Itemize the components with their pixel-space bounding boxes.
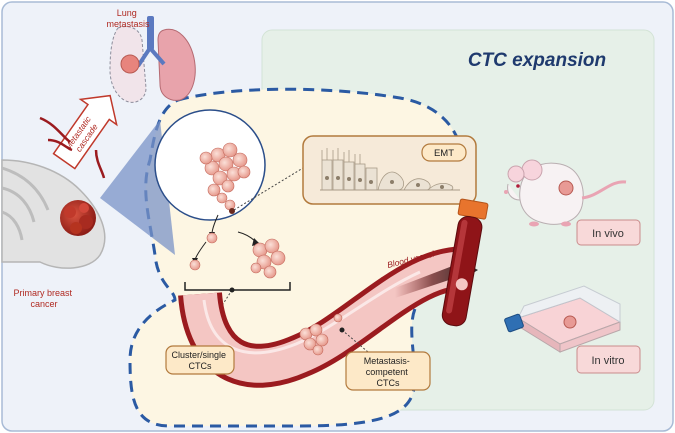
cascade-arrow: Metastatic cascade bbox=[52, 94, 118, 170]
cluster-label-box bbox=[165, 345, 235, 375]
emt-connector bbox=[233, 167, 304, 211]
tumor-cell-cluster bbox=[199, 142, 251, 214]
emt-panel: EMT bbox=[302, 135, 477, 205]
primary-label: Primary breast cancer bbox=[13, 288, 74, 309]
in-vivo-box bbox=[576, 219, 641, 246]
in-vivo-label: In vivo bbox=[592, 228, 624, 240]
vessel-branches bbox=[39, 116, 106, 179]
competent-label: Metastasis- competent CTCs bbox=[364, 356, 413, 388]
ctc-cluster bbox=[250, 238, 286, 279]
lung-illustration bbox=[109, 16, 196, 103]
lung-label: Lung metastasis bbox=[106, 8, 150, 29]
competent-label-box bbox=[345, 351, 431, 391]
ctc-bracket bbox=[184, 282, 291, 291]
in-vitro-label: In vitro bbox=[591, 355, 624, 367]
breast-illustration bbox=[1, 159, 106, 269]
in-vitro-box bbox=[576, 345, 641, 374]
vessel-ctc-cluster bbox=[299, 313, 343, 356]
blood-tube bbox=[441, 198, 489, 327]
shed-cells bbox=[189, 214, 260, 271]
cluster-label: Cluster/single CTCs bbox=[171, 350, 228, 371]
competent-connector bbox=[341, 329, 369, 353]
mouse-illustration bbox=[504, 159, 627, 227]
culture-flask bbox=[504, 285, 622, 353]
panel-title: CTC expansion bbox=[468, 50, 606, 71]
emt-label: EMT bbox=[434, 148, 454, 159]
